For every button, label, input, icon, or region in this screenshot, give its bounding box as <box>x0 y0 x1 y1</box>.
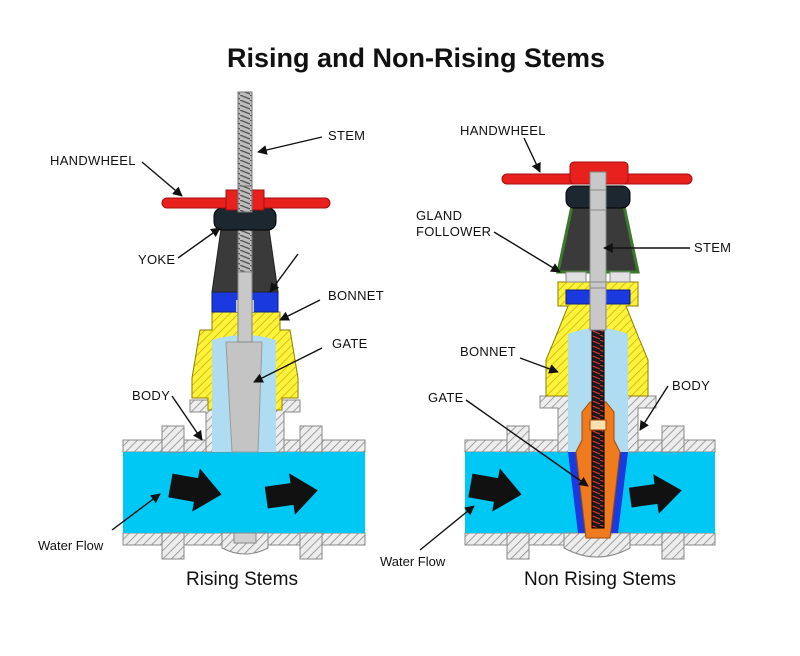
label-gland-follower-line2: FOLLOWER <box>416 224 491 239</box>
stem-through-gland <box>589 205 607 295</box>
label-stem: STEM <box>328 128 365 143</box>
label-gate: GATE <box>332 336 368 351</box>
label-body: BODY <box>672 378 710 393</box>
stem <box>237 91 253 273</box>
label-bonnet: BONNET <box>460 344 516 359</box>
stem-through-cap <box>589 287 607 331</box>
label-body: BODY <box>132 388 170 403</box>
gate <box>225 341 263 453</box>
flow-arrow-icon <box>168 468 222 512</box>
packing <box>565 271 587 283</box>
flange <box>161 532 185 560</box>
label-handwheel: HANDWHEEL <box>50 153 136 168</box>
label-handwheel: HANDWHEEL <box>460 123 546 138</box>
pipe-water <box>123 452 365 533</box>
flange <box>661 425 685 453</box>
seat-bottom <box>563 532 631 558</box>
non-rising-stem-valve: HANDWHEEL GLAND FOLLOWER STEM BONNET BOD… <box>380 123 731 590</box>
label-water-flow: Water Flow <box>38 538 104 553</box>
stem-top <box>589 171 607 191</box>
gate-nut <box>589 419 607 431</box>
diagram-title: Rising and Non-Rising Stems <box>227 43 605 73</box>
seat-insert <box>233 532 257 544</box>
flange <box>299 532 323 560</box>
label-water-flow: Water Flow <box>380 554 446 569</box>
label-bonnet: BONNET <box>328 288 384 303</box>
label-gland-follower-line1: GLAND <box>416 208 462 223</box>
flange <box>506 532 530 560</box>
label-yoke: YOKE <box>138 252 175 267</box>
flange <box>299 425 323 453</box>
flow-arrow-icon <box>468 468 522 512</box>
caption-non-rising-stems: Non Rising Stems <box>524 569 676 590</box>
packing <box>609 271 631 283</box>
rising-stem-valve: STEM HANDWHEEL YOKE BONNET GATE BODY Wat… <box>38 91 384 590</box>
label-stem: STEM <box>694 240 731 255</box>
caption-rising-stems: Rising Stems <box>186 569 298 590</box>
label-gate: GATE <box>428 390 464 405</box>
flange <box>661 532 685 560</box>
flange <box>506 425 530 453</box>
flow-arrow-icon <box>628 474 682 514</box>
stem-shaft <box>237 271 253 343</box>
stem-through-hub <box>237 185 253 213</box>
flange <box>161 425 185 453</box>
flow-arrow-icon <box>264 473 318 515</box>
